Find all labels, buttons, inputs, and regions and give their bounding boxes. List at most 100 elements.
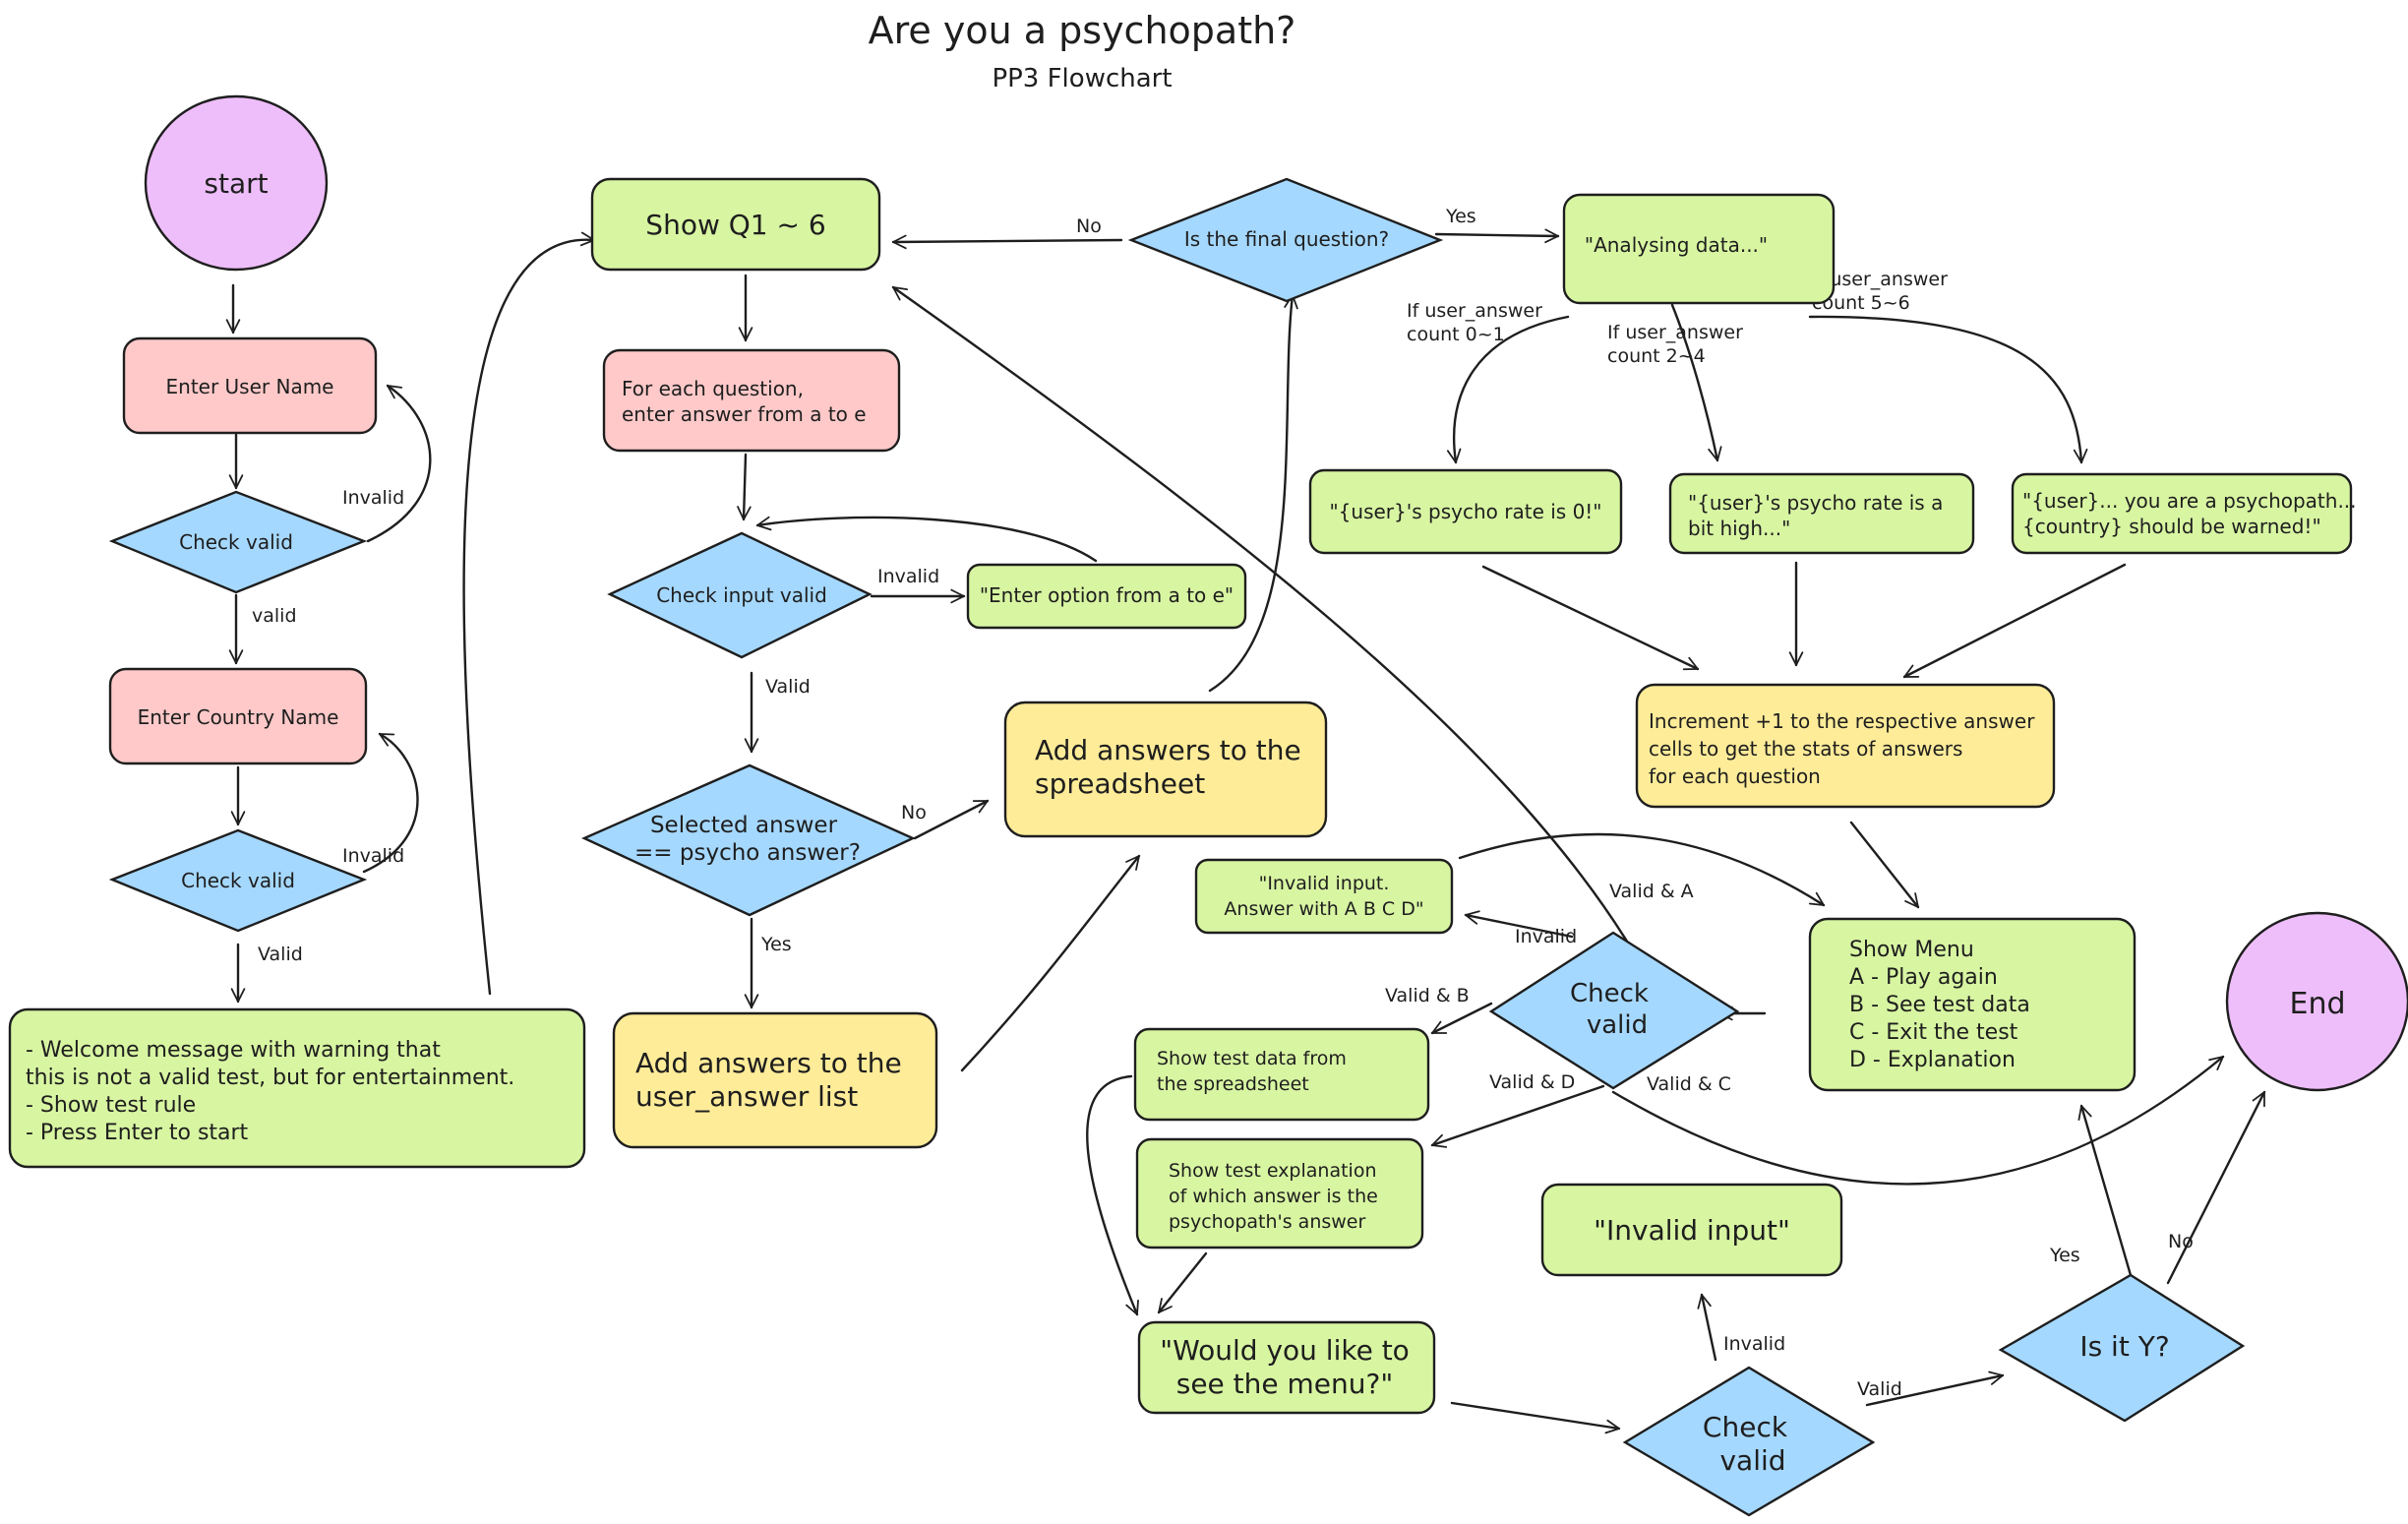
edge-spreadsheet-to-final — [1208, 293, 1298, 693]
node-show-explanation-line-3: psychopath's answer — [1169, 1211, 1365, 1233]
node-add-user-answer-shape — [612, 1011, 938, 1149]
node-invalid-input-abcd: "Invalid input. Answer with A B C D" — [1194, 858, 1454, 935]
node-show-questions-label: Show Q1 ~ 6 — [645, 209, 825, 241]
node-check-valid-1: Check valid — [108, 490, 368, 594]
node-rate-high: "{user}'s psycho rate is a bit high..." — [1668, 472, 1975, 555]
node-check-valid-final-line-1: Check — [1703, 1411, 1788, 1443]
node-welcome-line-1: - Welcome message with warning that — [26, 1038, 441, 1063]
edge-label-valid-2: Valid — [258, 944, 303, 965]
node-analysing-data: "Analysing data..." — [1562, 193, 1836, 305]
edge-label-no-psycho: No — [901, 802, 927, 823]
edge-label-valid-option: Valid — [765, 676, 811, 698]
edge-label-valid-b: Valid & B — [1385, 985, 1470, 1006]
edge-user-answer-to-spreadsheet — [960, 854, 1141, 1072]
node-end-shape — [2225, 911, 2408, 1092]
node-show-explanation: Show test explanation of which answer is… — [1135, 1137, 1424, 1250]
node-add-spreadsheet: Add answers to the spreadsheet — [1003, 701, 1328, 838]
edge-label-count-2-4-line-1: If user_answer — [1607, 322, 1743, 343]
node-enter-option: "Enter option from a to e" — [966, 563, 1247, 630]
edges — [225, 228, 2266, 1434]
edge-check-final-invalid — [1697, 1293, 1717, 1362]
node-check-valid-2-label: Check valid — [181, 869, 295, 892]
edge-analysing-to-rate-psycho — [1808, 315, 2088, 464]
diagram-subtitle: PP3 Flowchart — [992, 64, 1172, 93]
node-selected-answer: Selected answer == psycho answer? — [581, 763, 916, 917]
edge-selected-no — [913, 799, 990, 840]
edge-label-yes-y: Yes — [2049, 1245, 2080, 1266]
edge-label-valid-final: Valid — [1857, 1378, 1902, 1400]
node-analysing-data-label: "Analysing data..." — [1585, 233, 1768, 257]
node-would-you-like-menu-line-2: see the menu?" — [1176, 1368, 1394, 1400]
edge-label-yes-final: Yes — [1445, 206, 1476, 227]
edge-would-to-check — [1450, 1401, 1621, 1434]
node-check-valid-1-shape — [108, 490, 368, 594]
edge-label-count-0-1-line-2: count 0~1 — [1407, 324, 1505, 345]
node-check-input-valid-label: Check input valid — [656, 583, 827, 607]
node-rate-psycho-shape — [2011, 472, 2353, 555]
edge-label-count-0-1-line-1: If user_answer — [1407, 300, 1542, 322]
node-rate-psycho-line-1: "{user}... you are a psychopath... — [2022, 489, 2357, 513]
edge-for-each-to-check-input — [737, 453, 752, 521]
edge-analysing-to-rate-high — [1670, 303, 1722, 462]
node-show-explanation-line-2: of which answer is the — [1169, 1186, 1378, 1207]
node-is-final-question: Is the final question? — [1127, 177, 1444, 303]
node-check-valid-final-line-2: valid — [1719, 1444, 1785, 1477]
node-start: start — [144, 94, 329, 272]
node-add-user-answer-line-2: user_answer list — [635, 1080, 858, 1113]
node-enter-country-name-shape — [108, 667, 368, 765]
edge-label-count-5-6-line-1: If user_answer — [1812, 269, 1948, 290]
node-show-menu: Show Menu A - Play again B - See test da… — [1808, 917, 2137, 1092]
node-would-you-like-menu-shape — [1137, 1320, 1436, 1415]
node-is-it-y-shape — [1998, 1273, 2246, 1423]
node-is-final-question-label: Is the final question? — [1184, 227, 1389, 251]
edge-enter-option-back — [755, 516, 1098, 563]
node-is-it-y: Is it Y? — [1998, 1273, 2246, 1423]
node-welcome-line-2: this is not a valid test, but for entert… — [26, 1066, 514, 1090]
node-show-explanation-line-1: Show test explanation — [1169, 1160, 1377, 1182]
node-start-shape — [144, 94, 329, 272]
node-increment-stats-line-2: cells to get the stats of answers — [1649, 737, 1962, 761]
node-enter-country-name-label: Enter Country Name — [138, 705, 339, 729]
edge-check2-invalid — [362, 732, 419, 874]
node-check-valid-menu-line-2: valid — [1587, 1010, 1648, 1040]
edge-label-count-2-4-line-2: count 2~4 — [1607, 345, 1706, 367]
node-check-valid-menu: Check valid — [1488, 931, 1740, 1090]
node-end-label: End — [2289, 987, 2345, 1021]
node-increment-stats-line-3: for each question — [1649, 764, 1821, 788]
node-show-menu-line-1: Show Menu — [1849, 938, 1974, 962]
edge-check1-invalid — [366, 384, 432, 543]
node-is-it-y-label: Is it Y? — [2079, 1330, 2169, 1363]
edge-is-y-yes — [2077, 1104, 2137, 1291]
node-enter-user-name-shape — [122, 336, 378, 435]
node-show-questions-shape — [590, 177, 881, 272]
node-add-spreadsheet-line-1: Add answers to the — [1035, 734, 1301, 766]
node-show-menu-shape — [1808, 917, 2137, 1092]
node-invalid-input-abcd-shape — [1194, 858, 1454, 935]
node-add-user-answer-line-1: Add answers to the — [635, 1047, 902, 1079]
node-for-each-question-line-1: For each question, — [622, 377, 804, 400]
node-invalid-input-shape — [1540, 1183, 1843, 1277]
edge-rate-0-to-increment — [1481, 565, 1700, 671]
node-rate-high-line-1: "{user}'s psycho rate is a — [1688, 491, 1943, 515]
diagram-title: Are you a psychopath? — [869, 9, 1296, 52]
node-rate-zero-label: "{user}'s psycho rate is 0!" — [1329, 500, 1601, 523]
edge-label-invalid-menu: Invalid — [1515, 926, 1577, 947]
node-check-valid-final: Check valid — [1622, 1366, 1876, 1517]
node-rate-zero-shape — [1308, 468, 1623, 555]
node-check-valid-menu-line-1: Check — [1570, 979, 1649, 1008]
node-for-each-question-line-2: enter answer from a to e — [622, 402, 867, 426]
edge-check-valid-b — [1430, 1002, 1493, 1035]
node-would-you-like-menu: "Would you like to see the menu?" — [1137, 1320, 1436, 1415]
node-enter-option-shape — [966, 563, 1247, 630]
edge-label-invalid-2: Invalid — [342, 845, 404, 867]
node-show-test-data-line-2: the spreadsheet — [1157, 1073, 1309, 1095]
node-for-each-question-shape — [602, 348, 901, 453]
node-show-menu-line-5: D - Explanation — [1849, 1048, 2016, 1072]
node-show-explanation-shape — [1135, 1137, 1424, 1250]
node-increment-stats: Increment +1 to the respective answer ce… — [1635, 683, 2056, 809]
node-invalid-input-label: "Invalid input" — [1594, 1214, 1790, 1247]
node-would-you-like-menu-line-1: "Would you like to — [1160, 1334, 1410, 1367]
node-welcome-shape — [8, 1007, 586, 1169]
edge-welcome-to-show-q — [462, 231, 596, 996]
